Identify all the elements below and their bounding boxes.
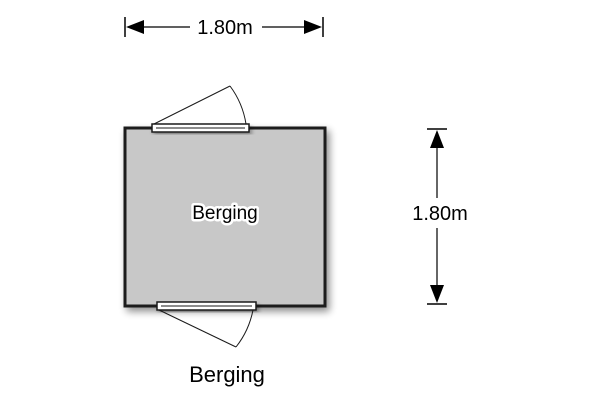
width-dimension-label: 1.80m <box>197 17 253 39</box>
floor-plan-caption: Berging <box>189 362 265 387</box>
door-top <box>151 85 250 133</box>
room-berging-area <box>123 126 327 308</box>
room-berging <box>123 126 327 308</box>
door-bottom <box>156 301 257 348</box>
width-dimension-arrow-right <box>304 20 322 34</box>
width-dimension-arrow-left <box>126 20 144 34</box>
door-bottom-leaf <box>158 309 237 348</box>
door-top-swing-arc <box>229 85 247 125</box>
height-dimension: 1.80m <box>412 128 468 305</box>
door-top-leaf <box>153 85 231 125</box>
height-dimension-label: 1.80m <box>412 203 468 225</box>
height-dimension-arrow-top <box>430 130 444 148</box>
width-dimension: 1.80m <box>124 17 324 39</box>
room-label: Berging <box>192 203 258 224</box>
door-bottom-swing-arc <box>235 309 254 348</box>
height-dimension-arrow-bottom <box>430 285 444 303</box>
